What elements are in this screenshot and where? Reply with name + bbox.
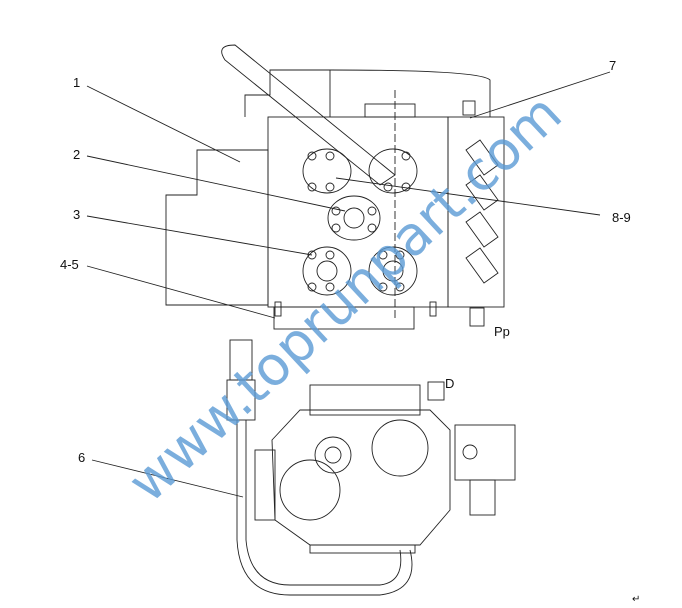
label-3: 3 xyxy=(73,207,80,222)
label-7: 7 xyxy=(609,58,616,73)
side-ports xyxy=(465,139,499,284)
leader-lines xyxy=(86,71,611,498)
label-d: D xyxy=(445,376,454,391)
label-4-5: 4-5 xyxy=(60,257,79,272)
label-6: 6 xyxy=(78,450,85,465)
lower-pump xyxy=(226,339,516,596)
label-8-9: 8-9 xyxy=(612,210,631,225)
return-mark: ↵ xyxy=(632,594,640,605)
label-pp: Pp xyxy=(494,324,510,339)
flanges xyxy=(302,148,418,296)
label-2: 2 xyxy=(73,147,80,162)
watermark: www.toprunpart.com xyxy=(116,82,574,515)
label-1: 1 xyxy=(73,75,80,90)
upper-valve-block xyxy=(165,44,505,330)
